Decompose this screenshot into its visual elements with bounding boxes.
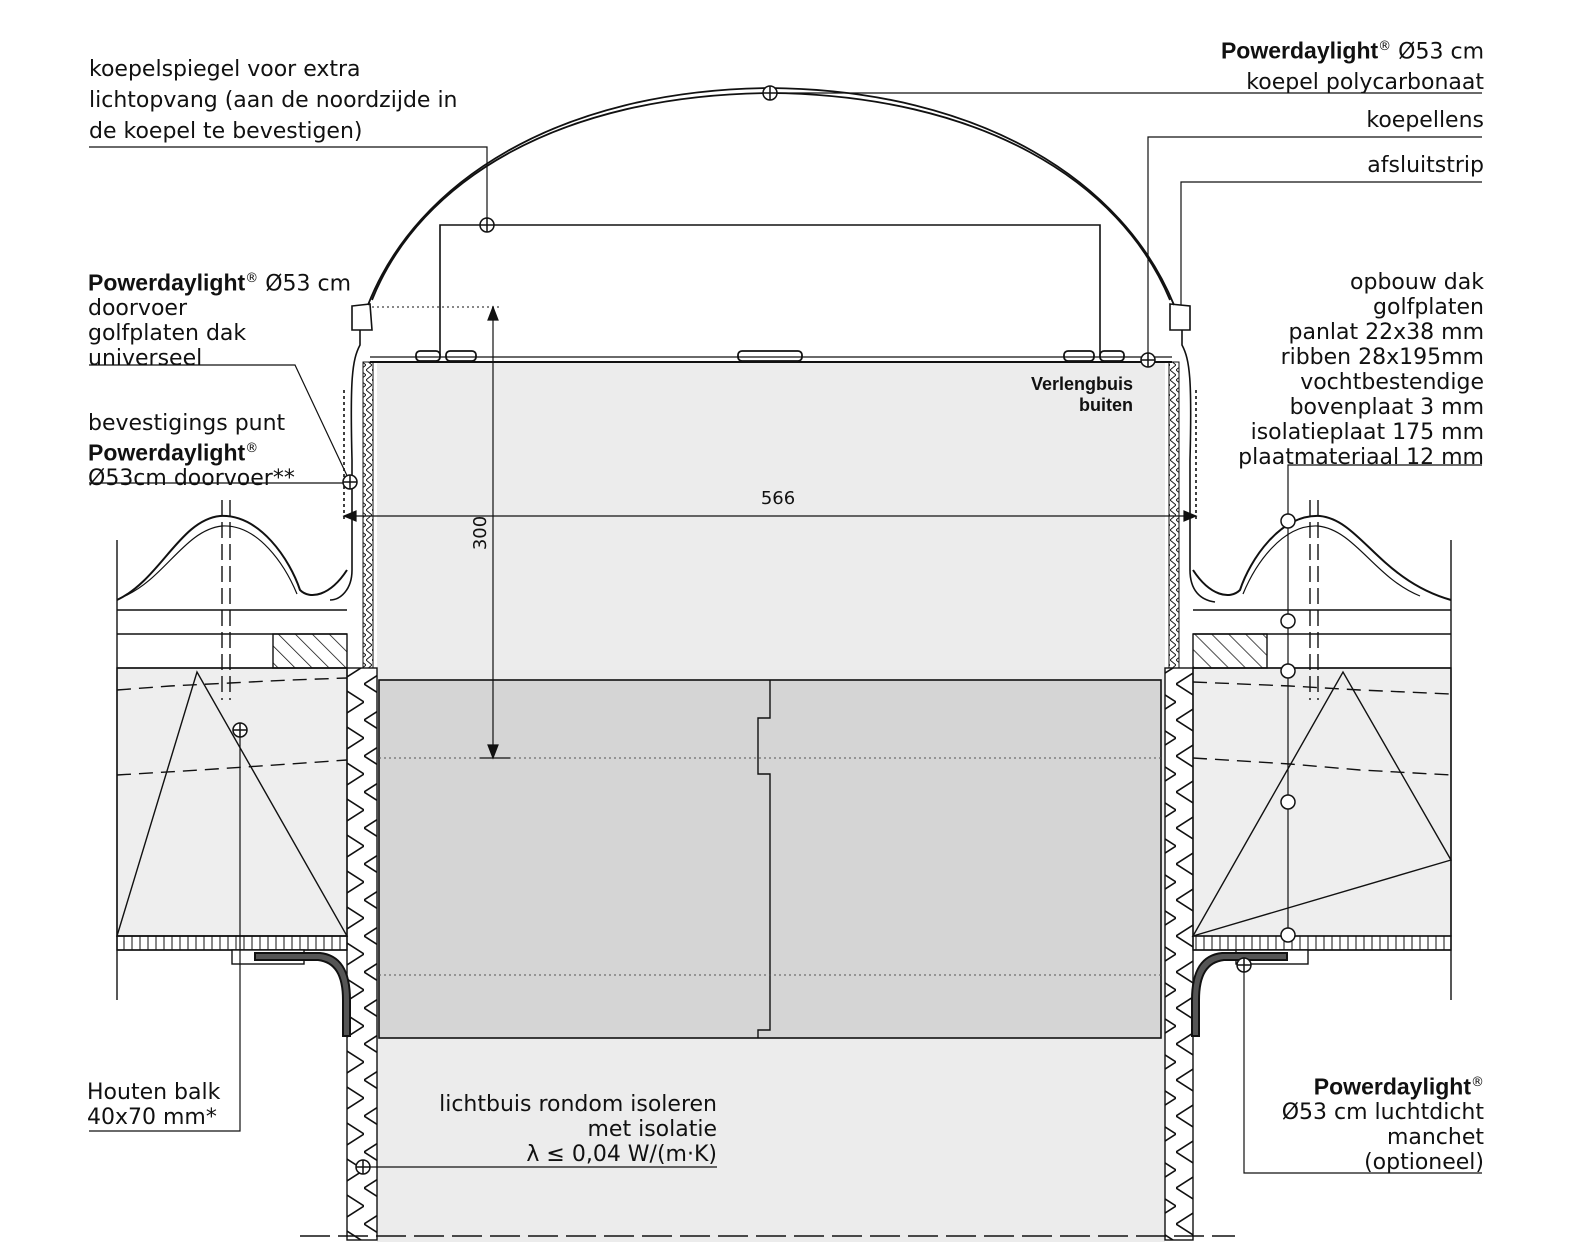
label-koepel: Powerdaylight® Ø53 cm koepel polycarbona… [1220, 37, 1484, 96]
dimension-width-label: 566 [761, 488, 795, 509]
label-bevestiging: bevestigings punt Powerdaylight® Ø53cm d… [88, 411, 295, 492]
point-roof-5 [1280, 927, 1296, 943]
point-roof-3 [1280, 663, 1296, 679]
dimension-height-label: 300 [470, 516, 491, 550]
airtight-sleeves [254, 952, 1288, 1037]
flashing-right [1168, 361, 1180, 669]
label-koepellens: koepellens [1366, 108, 1484, 133]
point-roof-2 [1280, 613, 1296, 629]
point-roof-4 [1280, 794, 1296, 810]
label-lichtbuis: lichtbuis rondom isoleren met isolatie λ… [439, 1092, 717, 1167]
label-koepelspiegel: koepelspiegel voor extra lichtopvang (aa… [89, 57, 458, 144]
roof-left [116, 500, 349, 1000]
dimension-height [480, 305, 510, 760]
tube-insulation-right [1164, 667, 1194, 1241]
label-opbouw: opbouw dak golfplaten panlat 22x38 mm ri… [1238, 270, 1484, 470]
roof-right [1191, 500, 1453, 1000]
dimension-width [342, 510, 1198, 522]
label-manchet: Powerdaylight® Ø53 cm luchtdicht manchet… [1281, 1073, 1484, 1176]
tube-insulation-left [346, 667, 378, 1241]
flashing-left [362, 361, 374, 669]
label-afsluitstrip: afsluitstrip [1367, 153, 1484, 178]
label-houten-balk: Houten balk 40x70 mm* [87, 1080, 221, 1130]
point-roof-1 [1280, 513, 1296, 529]
dome-mirror [439, 224, 1101, 355]
leader-lines [89, 92, 1482, 1174]
label-doorvoer: Powerdaylight® Ø53 cm doorvoer golfplate… [88, 269, 352, 372]
label-verlengbuis: Verlengbuis buiten [1030, 374, 1133, 415]
